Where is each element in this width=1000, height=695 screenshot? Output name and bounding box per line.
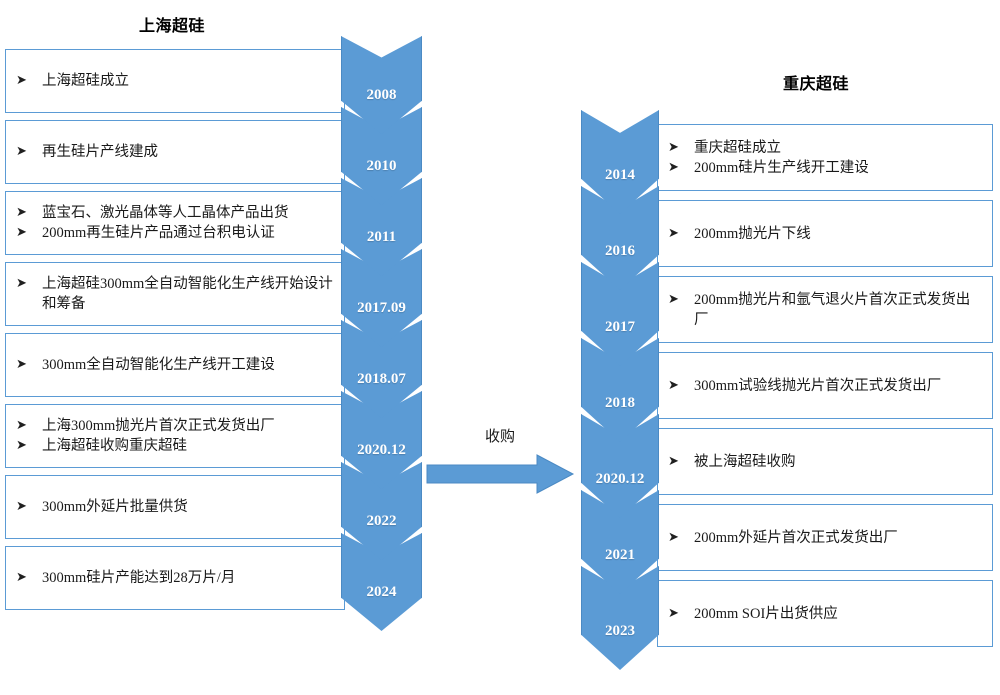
event-line: ➤ 300mm试验线抛光片首次正式发货出厂 [668, 376, 984, 396]
bullet-arrow-icon: ➤ [668, 377, 679, 393]
bullet-arrow-icon: ➤ [16, 570, 27, 585]
event-text: 300mm外延片批量供货 [42, 499, 188, 515]
bullet-arrow-icon: ➤ [16, 276, 27, 291]
event-line: ➤ 蓝宝石、激光晶体等人工晶体产品出货 [16, 203, 336, 223]
event-line: ➤ 300mm全自动智能化生产线开工建设 [16, 355, 336, 375]
acquisition-label: 收购 [484, 429, 515, 445]
event-line: ➤ 再生硅片产线建成 [16, 142, 336, 162]
event-line: ➤ 200mm外延片首次正式发货出厂 [668, 528, 984, 548]
bullet-arrow-icon: ➤ [16, 418, 27, 433]
year-label: 2018.07 [357, 371, 406, 387]
year-label: 2020.12 [357, 442, 406, 458]
event-line: ➤ 被上海超硅收购 [668, 452, 984, 472]
event-box: ➤ 蓝宝石、激光晶体等人工晶体产品出货 ➤ 200mm再生硅片产品通过台积电认证 [5, 191, 345, 255]
year-label: 2016 [605, 243, 635, 259]
bullet-arrow-icon: ➤ [668, 159, 679, 175]
bullet-arrow-icon: ➤ [16, 499, 27, 514]
year-label: 2008 [366, 87, 397, 103]
event-line: ➤ 重庆超硅成立 [668, 138, 984, 158]
event-text: 300mm硅片产能达到28万片/月 [42, 570, 236, 586]
year-label: 2023 [605, 623, 635, 639]
event-line: ➤ 200mm抛光片和氩气退火片首次正式发货出厂 [668, 290, 984, 330]
event-box: ➤ 上海超硅300mm全自动智能化生产线开始设计和筹备 [5, 262, 345, 326]
event-box: ➤ 300mm试验线抛光片首次正式发货出厂 [657, 352, 993, 419]
event-text: 上海超硅成立 [42, 73, 129, 89]
event-box: ➤ 200mm抛光片下线 [657, 200, 993, 267]
year-label: 2020.12 [595, 471, 645, 487]
event-box: ➤ 300mm外延片批量供货 [5, 475, 345, 539]
event-box: ➤ 300mm硅片产能达到28万片/月 [5, 546, 345, 610]
bullet-arrow-icon: ➤ [668, 225, 679, 241]
event-text: 300mm试验线抛光片首次正式发货出厂 [694, 377, 942, 394]
bullet-arrow-icon: ➤ [668, 453, 679, 469]
event-text: 重庆超硅成立 [694, 139, 781, 156]
event-line: ➤ 200mm再生硅片产品通过台积电认证 [16, 223, 336, 243]
event-line: ➤ 上海超硅成立 [16, 71, 336, 91]
year-label: 2021 [605, 547, 635, 563]
bullet-arrow-icon: ➤ [16, 438, 27, 453]
year-label: 2017 [605, 319, 635, 335]
event-text: 上海超硅收购重庆超硅 [42, 438, 187, 454]
event-text: 200mm抛光片下线 [694, 225, 811, 242]
event-text: 200mm抛光片和氩气退火片首次正式发货出厂 [694, 291, 971, 328]
event-line: ➤ 200mm硅片生产线开工建设 [668, 158, 984, 178]
event-line: ➤ 上海300mm抛光片首次正式发货出厂 [16, 416, 336, 436]
event-line: ➤ 上海超硅收购重庆超硅 [16, 436, 336, 456]
event-line: ➤ 300mm外延片批量供货 [16, 497, 336, 517]
event-text: 被上海超硅收购 [694, 453, 796, 470]
event-box: ➤ 上海300mm抛光片首次正式发货出厂 ➤ 上海超硅收购重庆超硅 [5, 404, 345, 468]
event-text: 200mm外延片首次正式发货出厂 [694, 529, 898, 546]
event-box: ➤ 200mm抛光片和氩气退火片首次正式发货出厂 [657, 276, 993, 343]
event-box: ➤ 被上海超硅收购 [657, 428, 993, 495]
bullet-arrow-icon: ➤ [16, 225, 27, 240]
year-label: 2022 [366, 513, 397, 529]
bullet-arrow-icon: ➤ [16, 144, 27, 159]
acquisition-arrow-icon [426, 454, 575, 494]
bullet-arrow-icon: ➤ [668, 605, 679, 621]
year-label: 2024 [366, 584, 397, 600]
bullet-arrow-icon: ➤ [16, 73, 27, 88]
right-column-title: 重庆超硅 [783, 76, 850, 93]
event-text: 300mm全自动智能化生产线开工建设 [42, 357, 275, 373]
year-label: 2011 [366, 229, 397, 245]
year-label: 2018 [605, 395, 635, 411]
event-line: ➤ 上海超硅300mm全自动智能化生产线开始设计和筹备 [16, 274, 336, 314]
event-text: 200mm硅片生产线开工建设 [694, 159, 869, 176]
bullet-arrow-icon: ➤ [668, 291, 679, 307]
event-line: ➤ 300mm硅片产能达到28万片/月 [16, 568, 336, 588]
event-text: 上海300mm抛光片首次正式发货出厂 [42, 418, 275, 434]
event-box: ➤ 上海超硅成立 [5, 49, 345, 113]
event-box: ➤ 再生硅片产线建成 [5, 120, 345, 184]
event-text: 200mm再生硅片产品通过台积电认证 [42, 225, 275, 241]
year-label: 2010 [366, 158, 397, 174]
event-box: ➤ 200mm外延片首次正式发货出厂 [657, 504, 993, 571]
bullet-arrow-icon: ➤ [16, 357, 27, 372]
event-text: 再生硅片产线建成 [42, 144, 158, 160]
event-text: 蓝宝石、激光晶体等人工晶体产品出货 [42, 205, 289, 221]
bullet-arrow-icon: ➤ [668, 139, 679, 155]
acquisition-connector: 收购 [425, 425, 575, 495]
event-box: ➤ 300mm全自动智能化生产线开工建设 [5, 333, 345, 397]
event-line: ➤ 200mm抛光片下线 [668, 224, 984, 244]
event-text: 上海超硅300mm全自动智能化生产线开始设计和筹备 [42, 276, 333, 312]
year-label: 2017.09 [357, 300, 406, 316]
left-column-title: 上海超硅 [139, 18, 206, 35]
event-text: 200mm SOI片出货供应 [694, 605, 838, 622]
bullet-arrow-icon: ➤ [668, 529, 679, 545]
bullet-arrow-icon: ➤ [16, 205, 27, 220]
event-box: ➤ 200mm SOI片出货供应 [657, 580, 993, 647]
year-label: 2014 [605, 167, 635, 183]
event-line: ➤ 200mm SOI片出货供应 [668, 604, 984, 624]
event-box: ➤ 重庆超硅成立 ➤ 200mm硅片生产线开工建设 [657, 124, 993, 191]
